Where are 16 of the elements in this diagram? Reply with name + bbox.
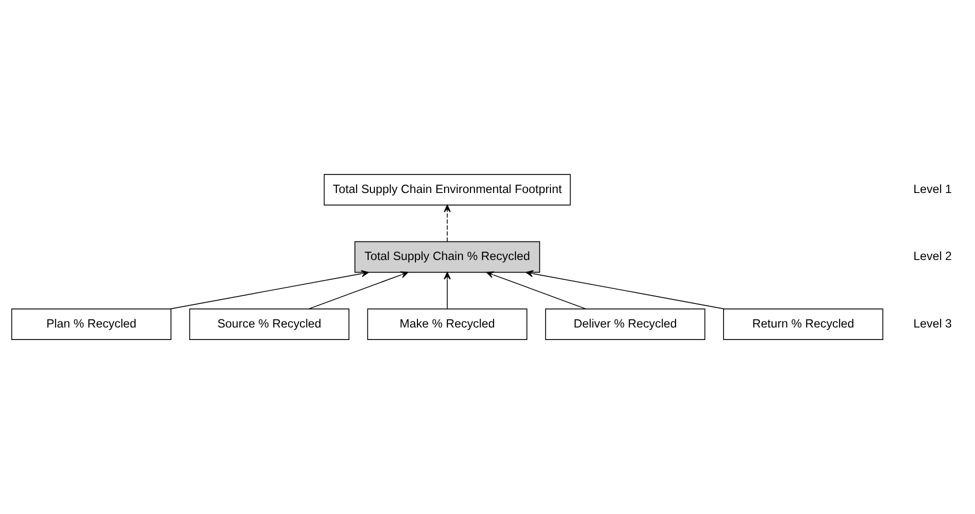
arrow (444, 272, 451, 310)
arrow (444, 204, 451, 242)
label: Level 3 (913, 316, 952, 330)
arrow (308, 271, 408, 310)
node-box: Deliver % Recycled (545, 308, 706, 340)
node-box: Total Supply Chain Environmental Footprint (324, 174, 571, 206)
node-box: Source % Recycled (189, 308, 350, 340)
node-box: Make % Recycled (367, 308, 528, 340)
node-box: Return % Recycled (723, 308, 884, 340)
node-box: Total Supply Chain % Recycled (354, 241, 540, 273)
label: Level 2 (913, 249, 952, 264)
node-box: Plan % Recycled (11, 308, 172, 340)
arrow (170, 270, 369, 310)
label: Level 1 (913, 182, 952, 196)
arrow (526, 270, 725, 310)
arrow (486, 271, 586, 310)
